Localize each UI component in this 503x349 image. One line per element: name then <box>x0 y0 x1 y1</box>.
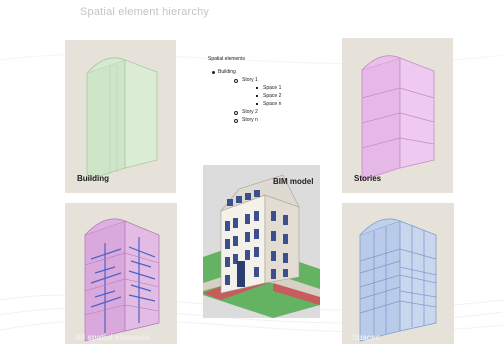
tree-item-space-2: Space 2 <box>208 92 328 100</box>
spatial-elements-tree: Spatial elements Building Story 1 Space … <box>208 56 328 124</box>
panel-building: Building <box>65 40 176 193</box>
panel-caption-bim-model: BIM model <box>273 177 314 186</box>
bim-model-illustration <box>203 174 320 318</box>
bullet-square-icon <box>256 95 258 97</box>
building-volume-illustration <box>86 57 158 181</box>
tree-label-space-n: Space n <box>263 101 282 107</box>
panel-stories: Stories <box>342 38 453 193</box>
all-spatial-elements-illustration <box>84 218 160 342</box>
bullet-square-icon <box>256 87 258 89</box>
bullet-circle-icon <box>234 111 238 115</box>
tree-item-building: Building <box>208 68 328 76</box>
tree-item-story-n: Story n <box>208 116 328 124</box>
panel-spaces: Spaces <box>342 203 454 344</box>
panel-caption-spaces: Spaces <box>352 333 381 342</box>
panel-caption-all-spatial-elements: All spatial elements <box>75 333 150 342</box>
tree-item-story-1: Story 1 <box>208 76 328 84</box>
panel-bim-model: BIM model <box>203 165 320 318</box>
tree-label-building: Building <box>218 69 236 75</box>
tree-item-space-n: Space n <box>208 100 328 108</box>
panel-caption-building: Building <box>77 174 109 183</box>
tree-label-story-2: Story 2 <box>242 109 258 115</box>
tree-label-story-1: Story 1 <box>242 77 258 83</box>
tree-label-space-2: Space 2 <box>263 93 282 99</box>
tree-label-space-1: Space 1 <box>263 85 282 91</box>
stories-volume-illustration <box>361 55 435 181</box>
tree-item-story-2: Story 2 <box>208 108 328 116</box>
panel-caption-stories: Stories <box>354 174 382 183</box>
slide-title: Spatial element hierarchy <box>80 6 210 18</box>
tree-heading: Spatial elements <box>208 56 245 62</box>
tree-item-space-1: Space 1 <box>208 84 328 92</box>
bullet-icon <box>212 71 215 74</box>
bullet-square-icon <box>256 103 258 105</box>
bullet-circle-icon <box>234 119 238 123</box>
panel-all-spatial-elements: All spatial elements <box>65 203 177 344</box>
spaces-illustration <box>359 218 437 342</box>
bullet-circle-icon <box>234 79 238 83</box>
tree-label-story-n: Story n <box>242 117 258 123</box>
